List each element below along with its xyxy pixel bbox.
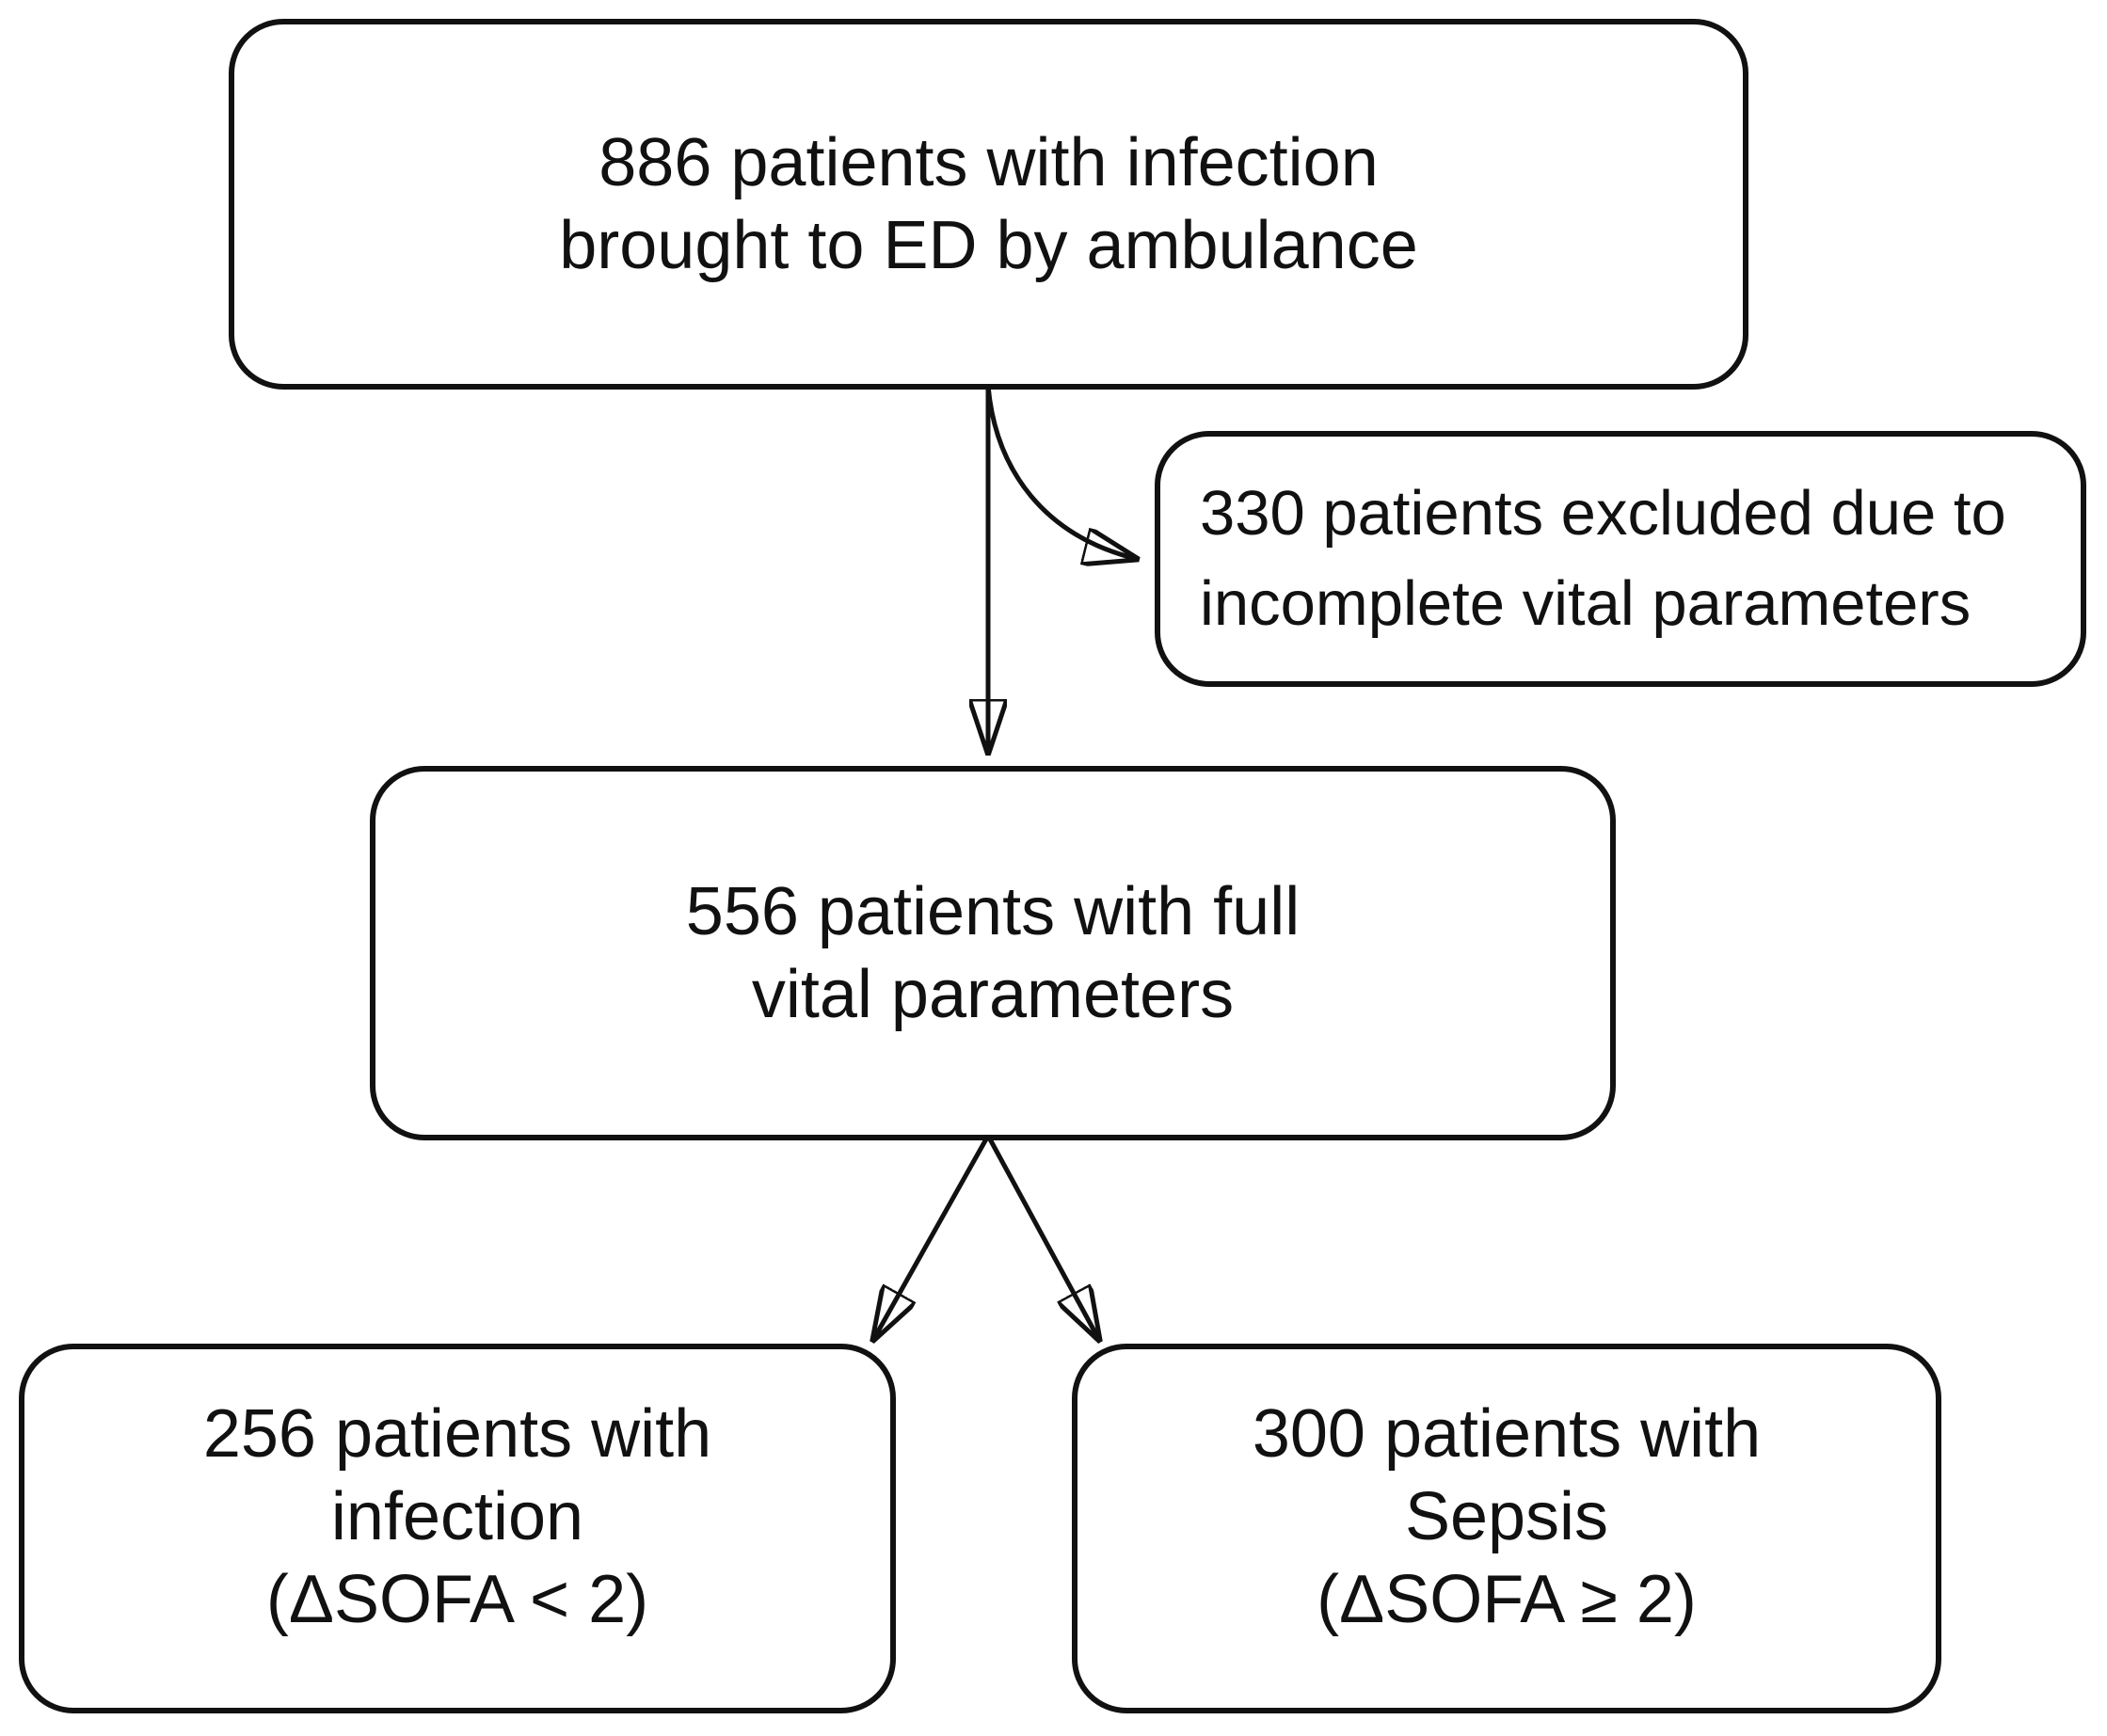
node-text-line: (ΔSOFA < 2) bbox=[265, 1561, 649, 1637]
arrow-complete-to-infection bbox=[873, 1134, 991, 1340]
node-infection-group: 256 patients with infection (ΔSOFA < 2) bbox=[19, 1344, 896, 1713]
node-text-line: vital parameters bbox=[751, 957, 1235, 1032]
arrow-complete-to-sepsis bbox=[985, 1134, 1099, 1340]
node-text-line: (ΔSOFA ≥ 2) bbox=[1317, 1561, 1697, 1637]
node-text-line: infection bbox=[330, 1478, 584, 1554]
node-excluded-patients: 330 patients excluded due to incomplete … bbox=[1155, 431, 2086, 687]
node-text-line: 256 patients with bbox=[202, 1395, 712, 1472]
node-text-line: 556 patients with full bbox=[685, 874, 1301, 949]
node-text-line: 300 patients with bbox=[1252, 1395, 1762, 1472]
node-text-line: brought to ED by ambulance bbox=[559, 208, 1418, 283]
node-enrolled-patients: 886 patients with infection brought to E… bbox=[229, 19, 1748, 390]
node-text-line: 330 patients excluded due to bbox=[1200, 478, 2006, 549]
node-text-line: incomplete vital parameters bbox=[1200, 568, 1971, 639]
arrow-enrolled-to-excluded bbox=[985, 385, 1137, 559]
node-sepsis-group: 300 patients with Sepsis (ΔSOFA ≥ 2) bbox=[1072, 1344, 1941, 1713]
node-full-vital-parameters: 556 patients with full vital parameters bbox=[370, 766, 1616, 1140]
node-text-line: 886 patients with infection bbox=[599, 125, 1379, 200]
node-text-line: Sepsis bbox=[1404, 1478, 1609, 1554]
